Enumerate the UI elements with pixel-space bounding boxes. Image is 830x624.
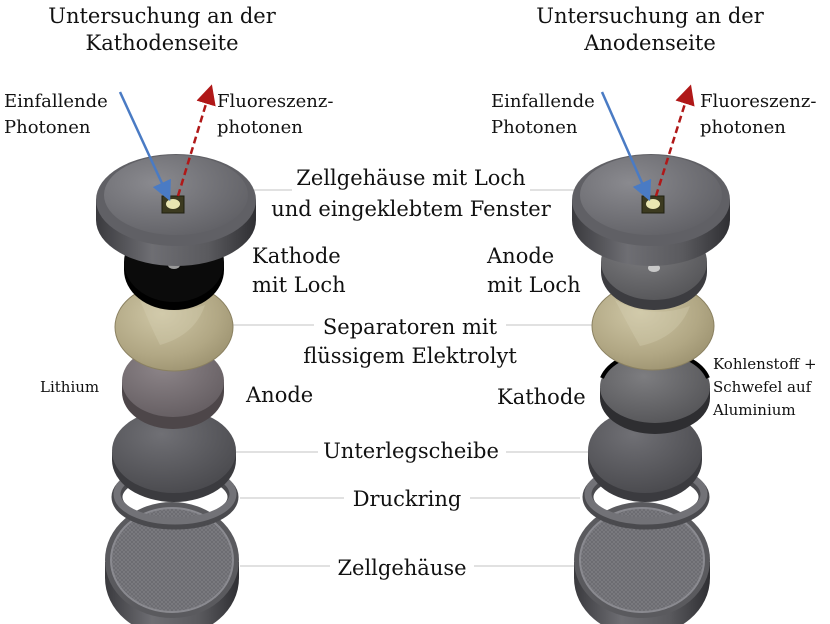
- right-fluorescence-label-line1: Fluoreszenz-: [700, 91, 817, 112]
- leader-lines: [222, 189, 596, 567]
- left-fluorescence-label-line1: Fluoreszenz-: [217, 91, 334, 112]
- right-incident-label-line2: Photonen: [491, 117, 578, 138]
- left-incident-label-line1: Einfallende: [4, 91, 108, 112]
- right-side-note-line1: Kohlenstoff +: [713, 355, 817, 373]
- separator-label-line1: Separatoren mit: [322, 315, 498, 339]
- housing-window-label-line1: Zellgehäuse mit Loch: [296, 166, 526, 190]
- left-separator-disc: [114, 282, 234, 372]
- right-fluorescence-arrow: [654, 84, 695, 197]
- right-cathode-disc: [600, 349, 710, 434]
- housing-window-label-line2: und eingeklebtem Fenster: [271, 197, 551, 221]
- left-electrode-label-line1: Kathode: [252, 244, 341, 268]
- pressure-ring-label: Druckring: [352, 487, 462, 511]
- left-title-line1: Untersuchung an der: [48, 4, 276, 28]
- right-incident-arrow: [600, 91, 652, 202]
- right-electrode-label-line2: mit Loch: [487, 273, 581, 297]
- left-top-housing: [96, 154, 256, 266]
- washer-label: Unterlegscheibe: [323, 439, 499, 463]
- left-incident-arrow: [118, 91, 171, 202]
- left-cell-stack: [96, 84, 256, 624]
- right-electrode-label-line1: Anode: [487, 244, 555, 268]
- left-title-line2: Kathodenseite: [85, 31, 239, 55]
- right-title-line1: Untersuchung an der: [536, 4, 764, 28]
- housing-label: Zellgehäuse: [337, 556, 467, 580]
- right-title-line2: Anodenseite: [584, 31, 716, 55]
- left-counter-electrode-label: Anode: [246, 383, 314, 407]
- right-counter-electrode-label: Kathode: [497, 385, 586, 409]
- right-separator-disc: [591, 281, 715, 371]
- left-washer: [112, 409, 236, 502]
- right-incident-label-line1: Einfallende: [491, 91, 595, 112]
- right-side-note-line2: Schwefel auf: [713, 378, 812, 396]
- separator-label-line2: flüssigem Elektrolyt: [303, 344, 517, 368]
- right-bottom-housing: [574, 502, 710, 624]
- right-fluorescence-label-line2: photonen: [700, 117, 786, 138]
- left-incident-label-line2: Photonen: [4, 117, 91, 138]
- left-bottom-housing: [105, 502, 239, 624]
- left-electrode-label-line2: mit Loch: [252, 273, 346, 297]
- left-fluorescence-arrow: [176, 84, 216, 197]
- right-top-housing: [572, 154, 730, 266]
- right-side-note-line3: Aluminium: [713, 401, 796, 419]
- left-lithium-label: Lithium: [40, 378, 100, 396]
- right-cell-stack: [572, 84, 730, 624]
- left-fluorescence-label-line2: photonen: [217, 117, 303, 138]
